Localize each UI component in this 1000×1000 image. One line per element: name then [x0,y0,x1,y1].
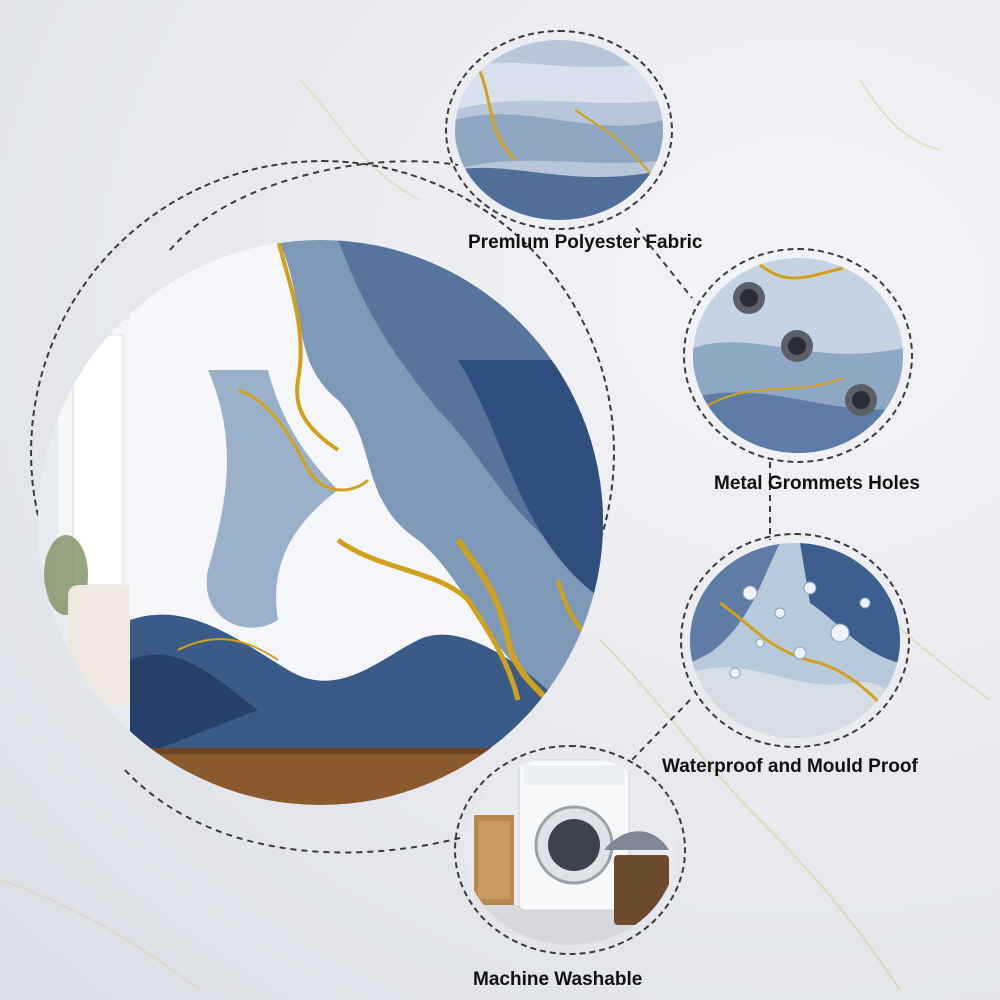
grommet-dashed-ring [683,248,913,463]
waterproof-closeup-image [690,543,900,738]
washable-dashed-ring [454,745,686,955]
feature-label-fabric: Premium Polyester Fabric [468,232,703,253]
feature-label-waterproof: Waterproof and Mould Proof [662,756,918,777]
feature-label-washable: Machine Washable [473,969,643,990]
main-product-image [38,240,603,805]
feature-label-grommets: Metal Grommets Holes [714,473,920,494]
grommet-closeup-image [693,258,903,453]
waterproof-dashed-ring [680,533,910,748]
grommet-ring-1 [733,282,765,314]
fabric-dashed-ring [445,30,673,230]
washing-machine-image [464,755,676,945]
fabric-closeup-image [455,40,663,220]
